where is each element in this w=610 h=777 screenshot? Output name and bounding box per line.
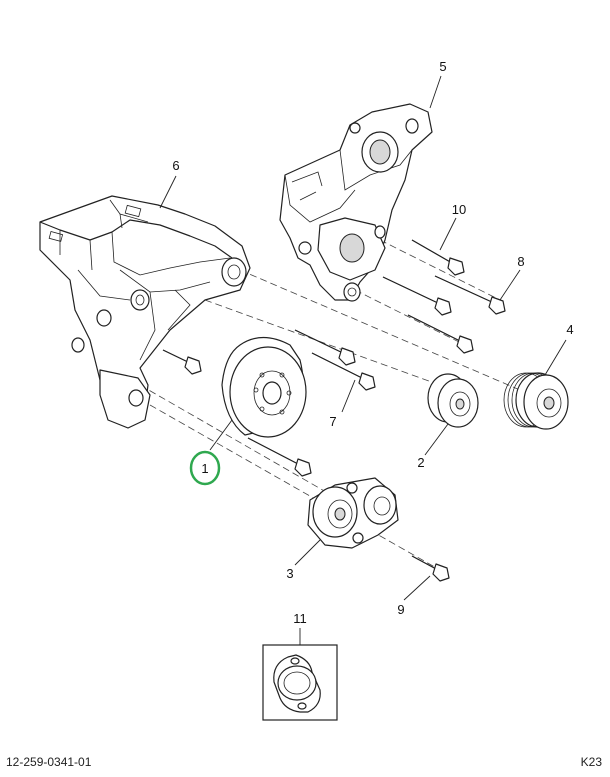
callout-9[interactable]: 9 — [397, 602, 404, 617]
sheet-code: K23 — [580, 755, 602, 769]
callout-4[interactable]: 4 — [566, 322, 573, 337]
callout-11[interactable]: 11 — [293, 611, 307, 626]
gasket-part-11 — [262, 644, 338, 721]
callout-5[interactable]: 5 — [439, 59, 446, 74]
bolt-part-8 — [382, 275, 506, 354]
callout-3[interactable]: 3 — [286, 566, 293, 581]
callout-10[interactable]: 10 — [452, 202, 466, 217]
callouts: 1 2 3 4 5 6 7 8 9 10 11 — [172, 59, 573, 626]
callout-1[interactable]: 1 — [201, 461, 208, 476]
bolt-part-10 — [411, 239, 465, 276]
upper-bracket-part-5 — [279, 103, 433, 302]
idler-pulley-part-2 — [427, 373, 479, 428]
bolt-part-9 — [411, 555, 450, 582]
tensioner-part-3 — [307, 477, 399, 549]
leader-lines — [159, 75, 567, 645]
alignment-lines — [139, 239, 521, 571]
callout-6[interactable]: 6 — [172, 158, 179, 173]
bolt-part-7 — [162, 329, 376, 477]
callout-2[interactable]: 2 — [417, 455, 424, 470]
smooth-pulley-part-1 — [221, 336, 307, 438]
drawing-number: 12-259-0341-01 — [6, 755, 92, 769]
mounting-bracket-part-6 — [39, 195, 251, 429]
callout-8[interactable]: 8 — [517, 254, 524, 269]
highlight-ring — [189, 450, 221, 486]
callout-7[interactable]: 7 — [329, 414, 336, 429]
grooved-pulley-part-4 — [503, 372, 569, 430]
